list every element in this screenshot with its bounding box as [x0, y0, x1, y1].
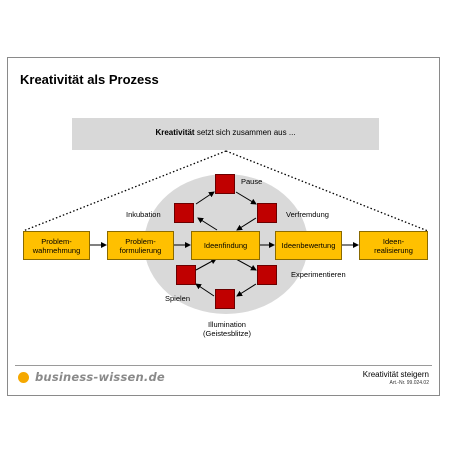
slide: Kreativität als Prozess Kreativität setz…: [7, 57, 440, 396]
cycle-arrow-pause-verf: [235, 191, 257, 205]
square-pause: [215, 174, 235, 194]
label-pause: Pause: [241, 177, 263, 186]
square-illumination: [215, 289, 235, 309]
label-spielen: Spielen: [165, 294, 191, 303]
square-verfremdung: [257, 203, 277, 223]
footer-title: Kreativität steigern: [362, 370, 429, 379]
label-experimentieren: Experimentieren: [291, 270, 346, 279]
dotted-line-right: [225, 150, 429, 232]
cycle-arrow-inku-pause: [195, 191, 215, 205]
label-inkubation: Inkubation: [126, 210, 161, 219]
square-inkubation: [174, 203, 194, 223]
logo-dot-icon: [18, 371, 29, 383]
cycle-arrow-center-exp: [235, 258, 257, 271]
footer-info: Kreativität steigern Art.-Nr. 99.024.02: [363, 370, 429, 386]
square-experimentieren: [257, 265, 277, 285]
dotted-line-left: [22, 150, 227, 232]
banner: Kreativität setzt sich zusammen aus ...: [72, 118, 379, 150]
cycle-arrow-illu-spielen: [195, 283, 215, 297]
footer-article-number: Art.-Nr. 99.024.02: [389, 380, 429, 386]
logo-text: business-wissen.de: [35, 370, 165, 384]
cycle-arrow-up-left: [197, 217, 218, 231]
square-spielen: [176, 265, 196, 285]
cycle-arrow-exp-illu: [236, 283, 257, 297]
logo: business-wissen.de: [18, 370, 165, 384]
cycle-arrow-spielen-center: [195, 258, 217, 271]
box-problemwahrnehmung: Problem- wahrnehmung: [23, 231, 90, 260]
banner-text: Kreativität setzt sich zusammen aus ...: [72, 128, 379, 137]
banner-bold: Kreativität: [155, 128, 195, 137]
box-problemformulierung: Problem- formulierung: [107, 231, 174, 260]
box-ideenrealisierung: Ideen- realisierung: [359, 231, 428, 260]
diagram-svg: [22, 150, 429, 314]
footer-divider: [15, 365, 432, 366]
box-ideenfindung: Ideenfindung: [191, 231, 260, 260]
banner-rest: setzt sich zusammen aus ...: [194, 128, 296, 137]
cycle-arrow-verf-center: [236, 217, 257, 231]
box-ideenbewertung: Ideenbewertung: [275, 231, 342, 260]
label-illumination: Illumination (Geistesblitze): [203, 320, 251, 338]
page-title: Kreativität als Prozess: [20, 72, 159, 87]
label-verfremdung: Verfremdung: [286, 210, 329, 219]
